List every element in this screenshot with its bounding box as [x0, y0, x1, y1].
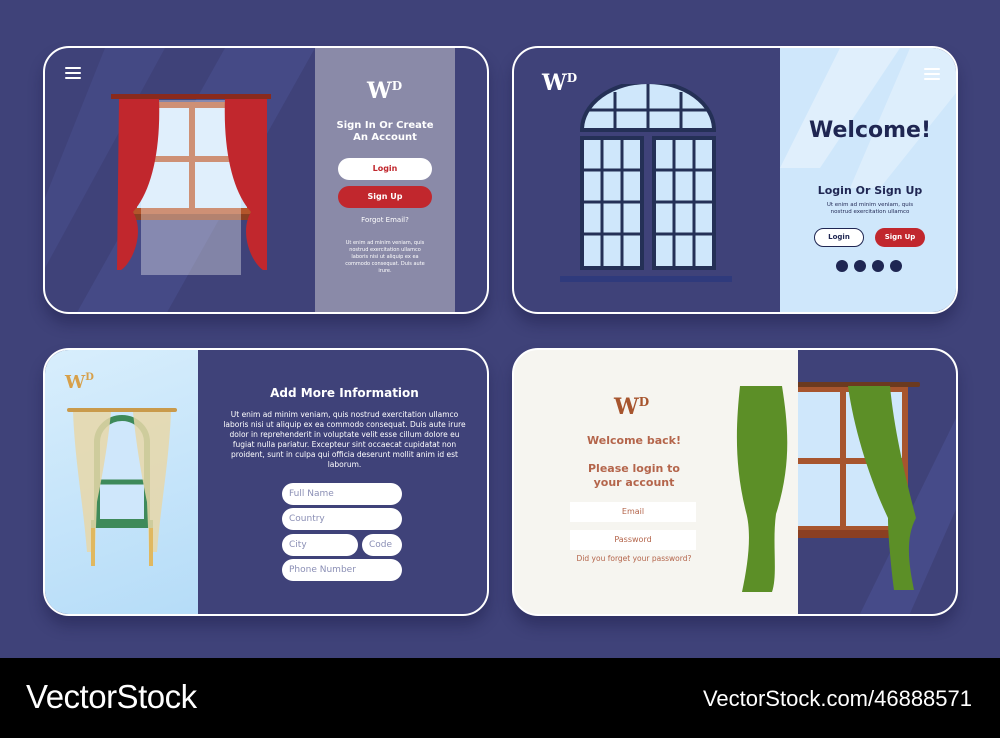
forgot-password-link[interactable]: Did you forget your password? — [576, 554, 692, 563]
green-curtain-window-illustration — [798, 382, 956, 614]
email-input[interactable]: Email — [570, 502, 696, 522]
dot-2[interactable] — [854, 260, 866, 272]
welcome-heading: Welcome! — [809, 118, 931, 143]
logo-letter-d: D — [85, 372, 94, 383]
logo-letter-d: D — [638, 395, 650, 409]
hamburger-menu-icon[interactable] — [924, 68, 940, 80]
dot-3[interactable] — [872, 260, 884, 272]
logo-letter-w: W — [367, 78, 392, 104]
signin-panel: WD Sign In Or Create An Account Login Si… — [315, 48, 455, 312]
illustration-panel — [798, 350, 956, 614]
welcome-back-heading: Welcome back! — [587, 434, 681, 447]
add-info-card: WD Add More Information Ut enim ad minim… — [43, 348, 489, 616]
password-input[interactable]: Password — [570, 530, 696, 550]
forgot-email-link[interactable]: Forgot Email? — [361, 216, 409, 224]
signin-create-card: WD Sign In Or Create An Account Login Si… — [43, 46, 489, 314]
login-button[interactable]: Login — [814, 228, 864, 247]
dot-4[interactable] — [890, 260, 902, 272]
watermark-bar: VectorStock VectorStock.com/46888571 — [0, 658, 1000, 738]
illustration-panel: WD — [45, 350, 198, 614]
logo-letter-d: D — [391, 79, 403, 93]
add-info-title: Add More Information — [270, 386, 419, 400]
wd-logo: WD — [614, 394, 649, 420]
logo-letter-w: W — [542, 70, 567, 96]
welcome-body-text: Ut enim ad minim veniam, quis nostrud ex… — [826, 202, 914, 215]
welcome-card: WD Welcome! Login Or Sign Up Ut enim ad … — [512, 46, 958, 314]
logo-letter-w: W — [65, 372, 86, 393]
dot-1[interactable] — [836, 260, 848, 272]
welcome-back-card: WD Welcome back! Please login to your ac… — [512, 348, 958, 616]
login-signup-subtitle: Login Or Sign Up — [817, 184, 923, 197]
welcome-panel: Welcome! Login Or Sign Up Ut enim ad min… — [780, 48, 956, 312]
left-green-curtain — [736, 386, 788, 592]
signup-button[interactable]: Sign Up — [338, 186, 432, 208]
window-sill — [560, 276, 732, 282]
city-input[interactable]: City — [282, 534, 358, 556]
login-button[interactable]: Login — [338, 158, 432, 180]
add-info-body-text: Ut enim ad minim veniam, quis nostrud ex… — [223, 410, 466, 469]
wd-logo: WD — [367, 78, 402, 104]
please-login-text: Please login to your account — [587, 462, 680, 489]
arched-window-illustration — [579, 84, 717, 270]
country-input[interactable]: Country — [282, 508, 402, 530]
panel-title: Sign In Or Create An Account — [336, 120, 434, 143]
panel-shine — [780, 48, 956, 188]
panel-body-text: Ut enim ad minim veniam, quis nostrud ex… — [345, 240, 425, 274]
brand-url-text: VectorStock.com/46888571 — [702, 686, 972, 711]
logo-letter-d: D — [566, 71, 578, 85]
hamburger-menu-icon[interactable] — [65, 67, 81, 79]
code-input[interactable]: Code — [362, 534, 402, 556]
wd-logo: WD — [65, 372, 94, 393]
green-arched-window-illustration — [67, 408, 177, 566]
full-name-input[interactable]: Full Name — [282, 483, 402, 505]
phone-number-input[interactable]: Phone Number — [282, 559, 402, 581]
signup-button[interactable]: Sign Up — [875, 228, 925, 247]
wd-logo: WD — [542, 70, 577, 96]
brand-logo-text: VectorStock — [26, 678, 197, 715]
logo-letter-w: W — [614, 394, 639, 420]
red-curtain-window-illustration — [111, 94, 271, 275]
